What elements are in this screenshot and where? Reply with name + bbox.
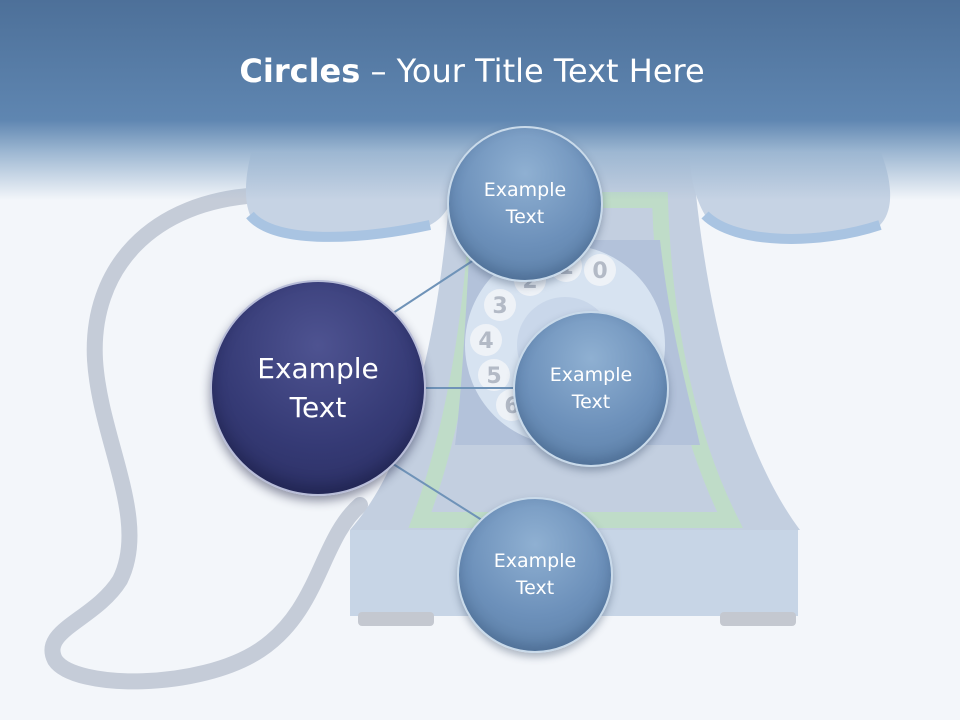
handset-left-rim: [246, 211, 432, 242]
connector-line: [389, 255, 481, 316]
node-circle-label: Example Text: [493, 550, 577, 599]
dial-digit: 4: [478, 329, 493, 354]
dial-digit: 0: [592, 259, 607, 284]
phone-foot-right: [720, 612, 796, 626]
dial-digit: 5: [486, 364, 501, 389]
phone-foot-left: [358, 612, 434, 626]
handset-right-rim: [701, 211, 882, 244]
phone-cord: [44, 187, 368, 690]
connector-line: [389, 461, 486, 523]
center-circle: Example Text: [210, 280, 426, 496]
slide-title: Circles – Your Title Text Here: [0, 52, 944, 90]
title-rest: – Your Title Text Here: [360, 52, 705, 90]
node-circle-label: Example Text: [549, 364, 633, 413]
node-circle-middle: Example Text: [513, 311, 669, 467]
center-circle-label: Example Text: [257, 351, 379, 424]
node-circle-top: Example Text: [447, 126, 603, 282]
dial-digit: 3: [492, 294, 507, 319]
node-circle-label: Example Text: [483, 179, 567, 228]
title-bold: Circles: [239, 52, 361, 90]
node-circle-bottom: Example Text: [457, 497, 613, 653]
